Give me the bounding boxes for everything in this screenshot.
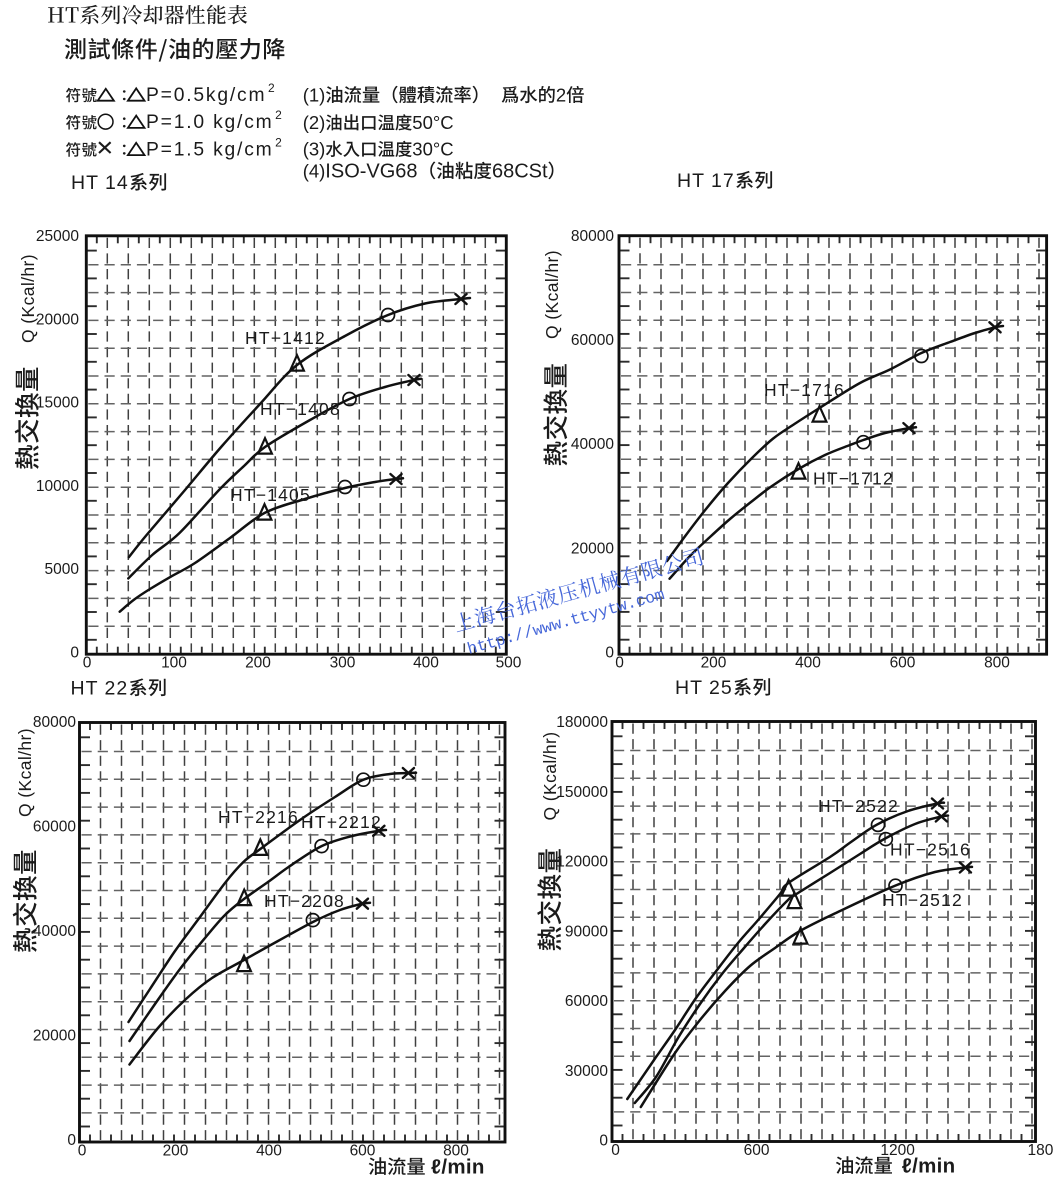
svg-text:1200: 1200 [880, 1142, 915, 1159]
svg-text:0: 0 [78, 1143, 87, 1160]
svg-text:P=0.5kg/cm: P=0.5kg/cm [146, 85, 266, 106]
svg-text:800: 800 [984, 655, 1010, 672]
svg-text:HT−1408: HT−1408 [260, 399, 341, 419]
svg-text:HT−2512: HT−2512 [882, 890, 963, 910]
svg-text:60000: 60000 [571, 332, 614, 349]
svg-text:Q (Kcal/hr): Q (Kcal/hr) [542, 250, 562, 339]
svg-text:P=1.5 kg/cm: P=1.5 kg/cm [146, 139, 274, 160]
svg-text:400: 400 [795, 655, 821, 672]
svg-text:20000: 20000 [571, 541, 614, 558]
svg-text:10000: 10000 [36, 478, 79, 495]
svg-text:Q (Kcal/hr): Q (Kcal/hr) [18, 254, 38, 343]
svg-text:0: 0 [83, 655, 92, 672]
svg-text:ℓ/min: ℓ/min [431, 1156, 485, 1179]
svg-text:0: 0 [599, 1133, 608, 1150]
svg-text:90000: 90000 [565, 923, 608, 940]
svg-text:150000: 150000 [556, 784, 608, 801]
svg-text:20000: 20000 [36, 311, 79, 328]
svg-text:2: 2 [275, 108, 282, 122]
svg-text:(1): (1) [303, 85, 326, 106]
svg-text:(4): (4) [303, 161, 326, 182]
svg-text:HT−1405: HT−1405 [230, 485, 311, 505]
svg-text:HT−1712: HT−1712 [813, 469, 894, 489]
svg-text:120000: 120000 [556, 854, 608, 871]
svg-text:(3): (3) [303, 139, 326, 160]
svg-text:HT−1716: HT−1716 [764, 380, 845, 400]
svg-text:68CSt: 68CSt [492, 161, 548, 183]
svg-text:0: 0 [605, 645, 614, 662]
svg-text:20000: 20000 [33, 1028, 76, 1045]
svg-text:ℓ/min: ℓ/min [902, 1155, 956, 1178]
svg-text:600: 600 [744, 1142, 770, 1159]
svg-text:600: 600 [890, 655, 916, 672]
svg-text:80000: 80000 [33, 714, 76, 731]
svg-text:HT 14: HT 14 [71, 172, 129, 194]
svg-text:HT−2516: HT−2516 [890, 840, 971, 860]
svg-text:2: 2 [275, 135, 282, 149]
svg-text:200: 200 [245, 655, 271, 672]
svg-text:60000: 60000 [33, 819, 76, 836]
svg-text:HT 25: HT 25 [675, 677, 733, 699]
svg-text:25000: 25000 [36, 228, 79, 245]
svg-text:30000: 30000 [565, 1063, 608, 1080]
svg-text:400: 400 [256, 1143, 282, 1160]
svg-text:(2): (2) [303, 112, 326, 133]
svg-text:30°C: 30°C [412, 139, 453, 160]
svg-text:50°C: 50°C [412, 112, 453, 133]
svg-text:600: 600 [350, 1143, 376, 1160]
svg-text:HT−2216: HT−2216 [218, 807, 299, 827]
svg-text:HT−1412: HT−1412 [245, 328, 326, 348]
svg-text:HT 17: HT 17 [677, 170, 735, 192]
svg-text:2: 2 [556, 85, 566, 106]
svg-text:HT−2522: HT−2522 [818, 796, 899, 816]
svg-text:Q (Kcal/hr): Q (Kcal/hr) [15, 728, 35, 817]
svg-text:180000: 180000 [556, 714, 608, 731]
svg-text:ISO-VG68: ISO-VG68 [325, 161, 417, 183]
svg-text:100: 100 [161, 655, 187, 672]
svg-text:Q (Kcal/hr): Q (Kcal/hr) [540, 732, 560, 821]
svg-text:HT−2212: HT−2212 [301, 812, 382, 832]
svg-text:400: 400 [413, 655, 439, 672]
svg-text:500: 500 [496, 655, 522, 672]
svg-text:HT−2208: HT−2208 [264, 891, 345, 911]
svg-text:40000: 40000 [33, 923, 76, 940]
svg-text:180: 180 [1028, 1142, 1054, 1159]
svg-text:0: 0 [70, 644, 79, 661]
svg-text:40000: 40000 [571, 436, 614, 453]
svg-text:0: 0 [611, 1142, 620, 1159]
svg-text:P=1.0 kg/cm: P=1.0 kg/cm [146, 112, 274, 133]
svg-text:60000: 60000 [565, 993, 608, 1010]
svg-text:0: 0 [615, 655, 624, 672]
svg-text:80000: 80000 [571, 228, 614, 245]
svg-text:2: 2 [268, 81, 275, 95]
svg-text:5000: 5000 [45, 561, 80, 578]
svg-text:800: 800 [443, 1143, 469, 1160]
svg-text:200: 200 [701, 655, 727, 672]
svg-text:200: 200 [163, 1143, 189, 1160]
svg-text:0: 0 [67, 1132, 76, 1149]
svg-text:300: 300 [330, 655, 356, 672]
svg-text:15000: 15000 [36, 395, 79, 412]
svg-text:HT 22: HT 22 [71, 678, 129, 700]
